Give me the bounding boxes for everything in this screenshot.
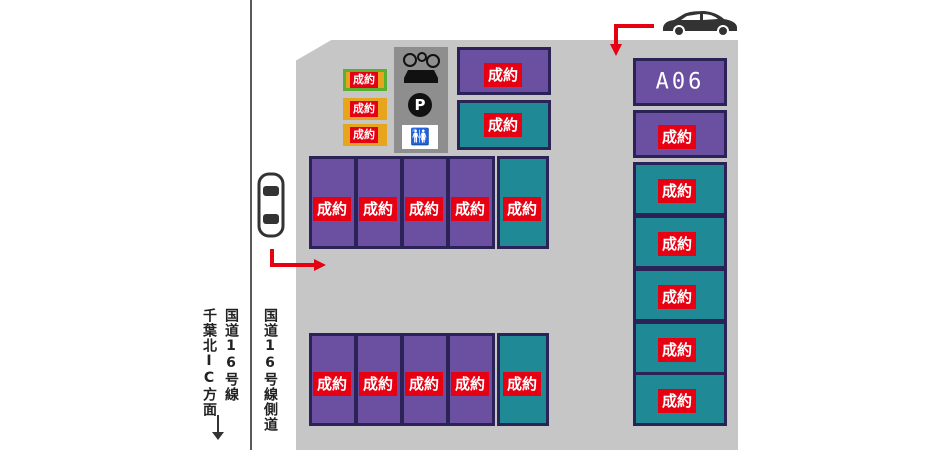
sold-badge: 成約 bbox=[359, 197, 398, 221]
sold-badge: 成約 bbox=[658, 179, 697, 203]
spot-right-7[interactable]: 成約 bbox=[633, 372, 727, 426]
spot-upper-5[interactable]: 成約 bbox=[497, 156, 549, 249]
exit-arrow-vertical bbox=[614, 24, 618, 46]
down-arrow-icon bbox=[217, 415, 219, 437]
entry-arrow-vertical bbox=[270, 249, 274, 266]
down-arrow-head bbox=[212, 432, 224, 440]
spot-upper-1[interactable]: 成約 bbox=[309, 156, 357, 249]
spot-a06[interactable]: A06 bbox=[633, 58, 727, 106]
sold-badge: 成約 bbox=[359, 372, 398, 396]
sold-badge: 成約 bbox=[313, 197, 352, 221]
spot-lower-5[interactable]: 成約 bbox=[497, 333, 549, 426]
parking-icon: P bbox=[408, 93, 432, 117]
spot-code: A06 bbox=[655, 69, 705, 95]
spot-upper-3[interactable]: 成約 bbox=[401, 156, 449, 249]
sold-badge: 成約 bbox=[658, 125, 697, 149]
road-divider-line bbox=[250, 0, 252, 450]
sold-badge: 成約 bbox=[313, 372, 352, 396]
restroom-icon: 🚻 bbox=[402, 125, 438, 149]
spot-upper-4[interactable]: 成約 bbox=[447, 156, 495, 249]
car-wash-icon bbox=[403, 52, 440, 83]
car-icon bbox=[257, 172, 285, 238]
sold-badge: 成約 bbox=[658, 232, 697, 256]
spot-upper-2[interactable]: 成約 bbox=[355, 156, 403, 249]
spot-lower-3[interactable]: 成約 bbox=[401, 333, 449, 426]
sold-badge: 成約 bbox=[658, 338, 697, 362]
entry-arrow-horizontal bbox=[270, 263, 316, 267]
small-spot-1[interactable]: 成約 bbox=[343, 69, 387, 91]
sold-badge: 成約 bbox=[503, 372, 542, 396]
small-spot-3[interactable]: 成約 bbox=[343, 124, 387, 146]
small-spot-2[interactable]: 成約 bbox=[343, 98, 387, 120]
sold-badge: 成約 bbox=[484, 63, 523, 87]
arrow-icon bbox=[314, 259, 326, 271]
direction-label-route16: 国道16号線 bbox=[223, 308, 239, 402]
sold-badge: 成約 bbox=[658, 285, 697, 309]
spot-right-2[interactable]: 成約 bbox=[633, 110, 727, 158]
sold-badge: 成約 bbox=[451, 197, 490, 221]
sold-badge: 成約 bbox=[350, 72, 378, 88]
sold-badge: 成約 bbox=[451, 372, 490, 396]
sold-badge: 成約 bbox=[405, 197, 444, 221]
direction-label-chiba-kita-ic: 千葉北IC方面 bbox=[201, 308, 217, 417]
spot-right-3[interactable]: 成約 bbox=[633, 162, 727, 216]
exit-arrow-horizontal bbox=[614, 24, 654, 28]
spot-top-purple[interactable]: 成約 bbox=[457, 47, 551, 95]
sold-badge: 成約 bbox=[484, 113, 523, 137]
spot-right-6[interactable]: 成約 bbox=[633, 321, 727, 375]
spot-right-4[interactable]: 成約 bbox=[633, 215, 727, 269]
spot-lower-2[interactable]: 成約 bbox=[355, 333, 403, 426]
side-road-label: 国道16号線側道 bbox=[262, 308, 278, 432]
sold-badge: 成約 bbox=[405, 372, 444, 396]
sold-badge: 成約 bbox=[503, 197, 542, 221]
spot-right-5[interactable]: 成約 bbox=[633, 268, 727, 322]
sold-badge: 成約 bbox=[658, 389, 697, 413]
car-icon-top bbox=[663, 11, 737, 37]
sold-badge: 成約 bbox=[350, 127, 378, 143]
sold-badge: 成約 bbox=[350, 101, 378, 117]
spot-lower-1[interactable]: 成約 bbox=[309, 333, 357, 426]
exit-arrow-head bbox=[610, 44, 622, 56]
spot-lower-4[interactable]: 成約 bbox=[447, 333, 495, 426]
spot-top-teal[interactable]: 成約 bbox=[457, 100, 551, 150]
